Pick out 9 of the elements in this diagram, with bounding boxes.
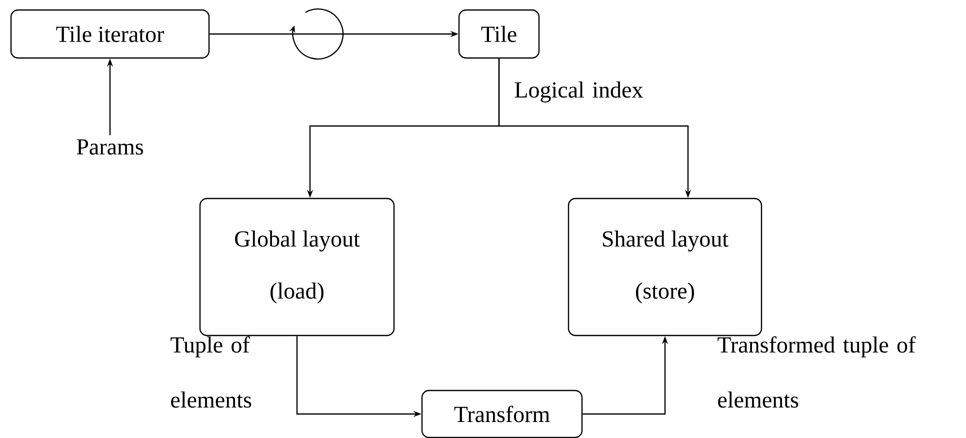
edge-label: Logical index [514, 82, 643, 102]
edge-label: Transformed tuple of elements [718, 336, 916, 408]
process-box: Shared layout (store) [568, 198, 762, 336]
process-box: Tile [458, 9, 540, 59]
process-box: Global layout (load) [199, 198, 395, 336]
process-box: Tile iterator [10, 9, 210, 59]
input-label: Params [76, 139, 144, 155]
edge-label: Tuple of elements [170, 336, 252, 408]
process-box: Transform [421, 390, 583, 438]
